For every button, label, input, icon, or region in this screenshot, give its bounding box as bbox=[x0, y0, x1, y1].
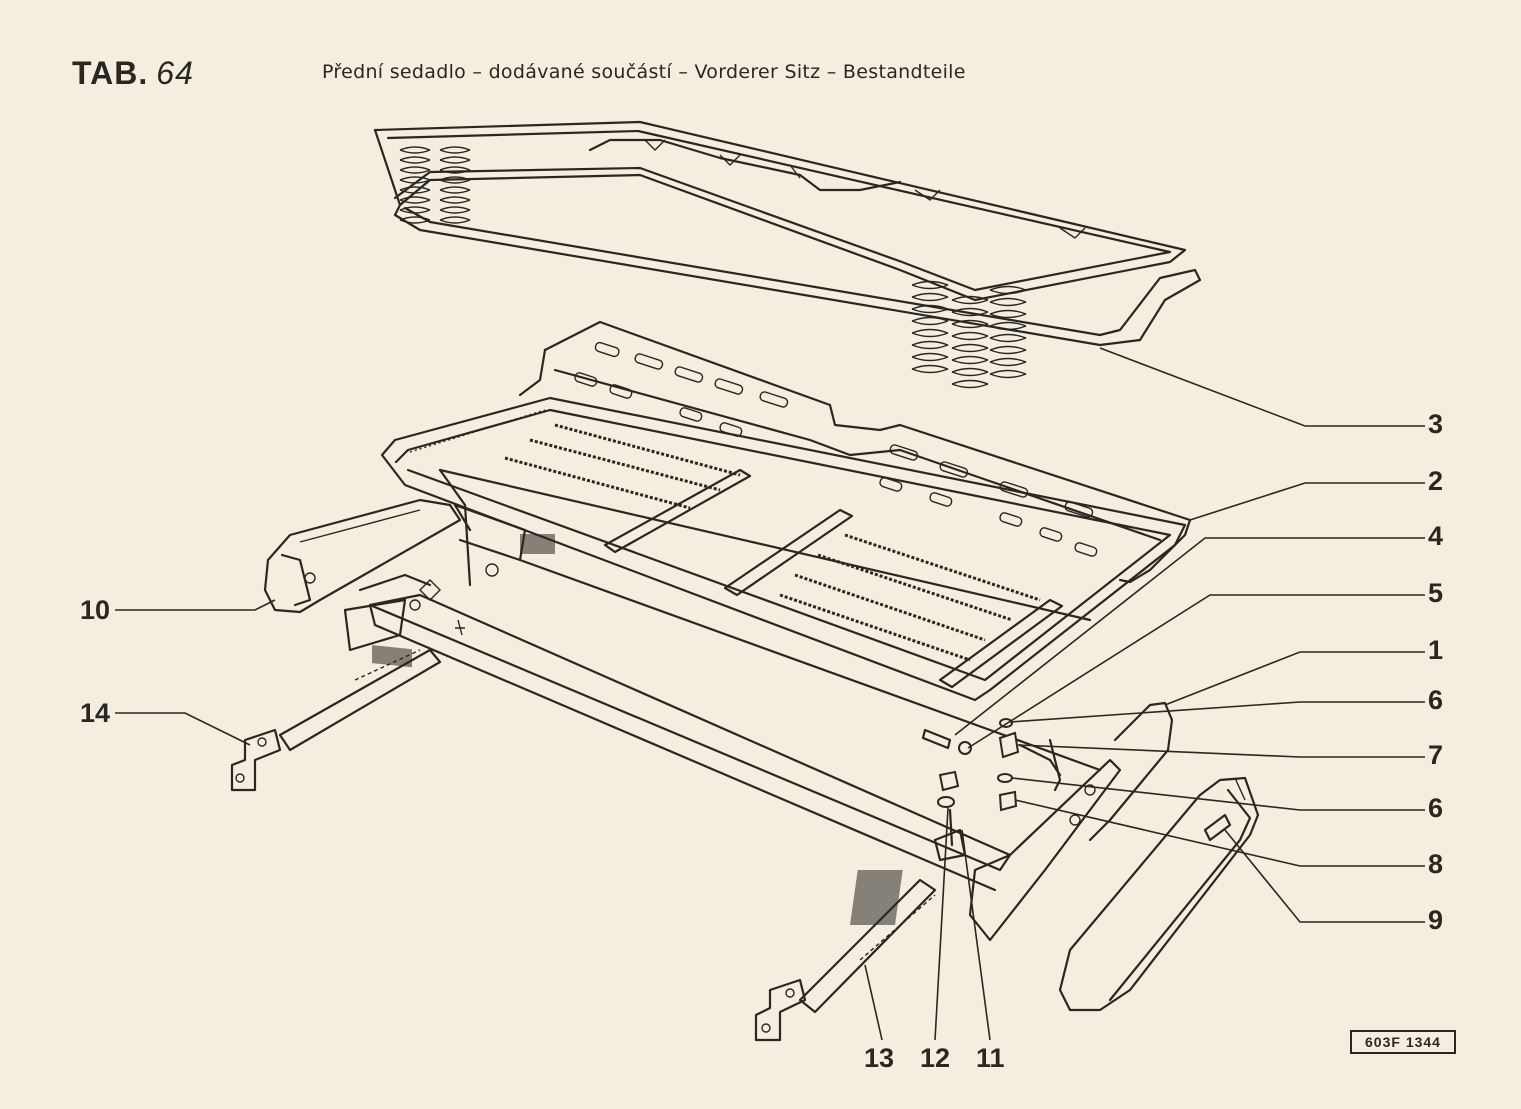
seat-base-frame bbox=[343, 468, 1122, 942]
page-title: Přední sedadlo – dodávané součástí – Vor… bbox=[322, 61, 966, 83]
callout-6-lower: 6 bbox=[1428, 793, 1444, 823]
seat-pan bbox=[380, 320, 1192, 702]
callout-14: 14 bbox=[80, 698, 111, 728]
callout-4: 4 bbox=[1428, 521, 1444, 551]
callout-5: 5 bbox=[1428, 578, 1444, 608]
callout-2: 2 bbox=[1428, 466, 1444, 496]
coil-spring-group-left bbox=[399, 146, 471, 224]
callout-10: 10 bbox=[80, 595, 111, 625]
callout-3: 3 bbox=[1428, 409, 1444, 439]
slide-rail-left bbox=[230, 648, 442, 792]
side-trim-right bbox=[1058, 701, 1260, 1012]
callout-13: 13 bbox=[864, 1043, 895, 1073]
coil-spring-group-right bbox=[911, 280, 1027, 389]
callout-8: 8 bbox=[1428, 849, 1444, 879]
tab-label: TAB.64 bbox=[72, 55, 194, 92]
side-trim-left bbox=[263, 498, 472, 614]
tab-number: 64 bbox=[156, 55, 194, 91]
leader-lines bbox=[115, 347, 1425, 1041]
callout-11: 11 bbox=[976, 1043, 1005, 1073]
hardware-parts bbox=[921, 718, 1062, 812]
seat-spring-frame bbox=[373, 120, 1202, 389]
callout-7: 7 bbox=[1428, 740, 1444, 770]
callout-6-upper: 6 bbox=[1428, 685, 1444, 715]
callout-12: 12 bbox=[920, 1043, 951, 1073]
callout-9: 9 bbox=[1428, 905, 1444, 935]
tab-prefix: TAB. bbox=[72, 55, 149, 91]
slide-rail-right bbox=[754, 878, 937, 1042]
callout-1: 1 bbox=[1428, 635, 1444, 665]
drawing-code-box: 603F 1344 bbox=[1350, 1030, 1456, 1054]
